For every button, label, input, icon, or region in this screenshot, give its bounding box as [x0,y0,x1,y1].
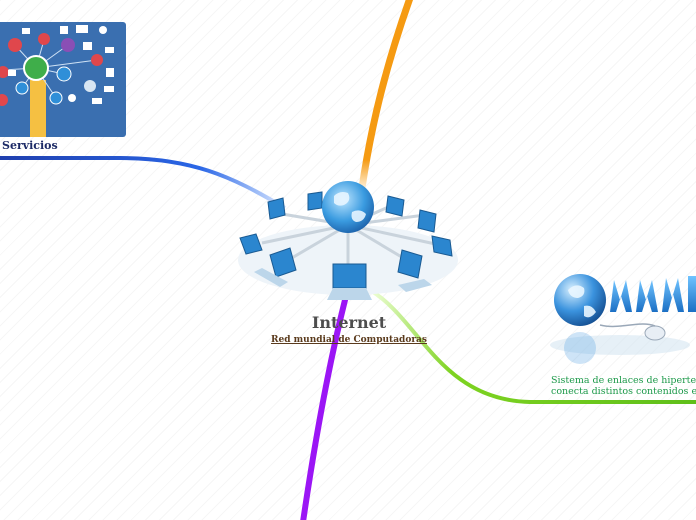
central-topic-title[interactable]: Internet [311,313,387,332]
www-description-line-2[interactable]: conecta distintos contenidos en la [551,386,696,397]
central-topic-subtitle[interactable]: Red mundial de Computadoras [271,335,427,345]
www-description-line-1[interactable]: Sistema de enlaces de hipertextos [551,375,696,386]
purple-branch-line [300,297,348,520]
www-branch-line [368,288,696,404]
orange-branch-line [358,0,414,192]
internet-network-illustration [238,181,458,300]
branch-label-servicios[interactable]: Servicios [2,139,58,152]
services-illustration [0,22,126,137]
www-illustration [550,274,696,364]
servicios-branch-line [0,156,287,210]
